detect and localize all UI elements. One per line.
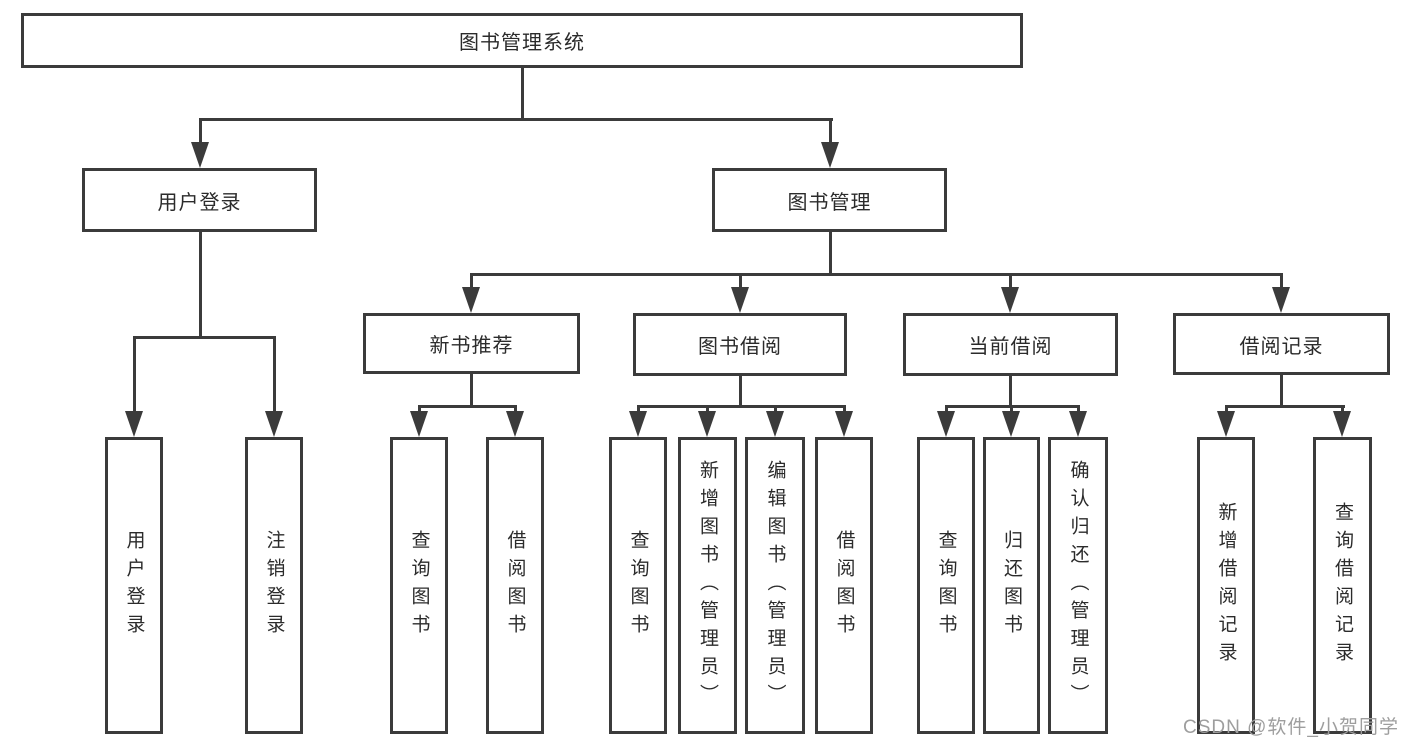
leaf-logout: 注销登录 xyxy=(245,437,303,734)
connector-book-borrow-branch xyxy=(637,405,846,408)
arrowhead xyxy=(462,287,480,313)
arrowhead xyxy=(410,411,428,437)
connector-to-borrow-record xyxy=(1280,273,1283,291)
arrowhead xyxy=(1069,411,1087,437)
arrowhead xyxy=(1333,411,1351,437)
connector-leaf xyxy=(418,405,421,415)
node-user-login: 用户登录 xyxy=(82,168,317,232)
arrowhead xyxy=(265,411,283,437)
leaf-label: 借阅图书 xyxy=(833,529,855,642)
arrowhead xyxy=(821,142,839,168)
connector-leaf xyxy=(514,405,517,415)
leaf-borrow-book: 借阅图书 xyxy=(815,437,873,734)
arrowhead xyxy=(506,411,524,437)
connector-to-book-mgmt xyxy=(829,118,832,146)
leaf-label: 编辑图书（管理员） xyxy=(764,459,786,712)
connector-leaf xyxy=(843,405,846,415)
leaf-borrow-query: 查询图书 xyxy=(609,437,667,734)
connector-to-new-book xyxy=(470,273,473,291)
arrowhead xyxy=(698,411,716,437)
arrowhead xyxy=(1272,287,1290,313)
connector-user-login-stem xyxy=(199,232,202,336)
node-book-borrow: 图书借阅 xyxy=(633,313,847,376)
leaf-label: 确认归还（管理员） xyxy=(1067,459,1089,712)
leaf-label: 新增图书（管理员） xyxy=(697,459,718,712)
arrowhead xyxy=(191,142,209,168)
arrowhead xyxy=(1001,287,1019,313)
arrowhead xyxy=(731,287,749,313)
arrowhead xyxy=(835,411,853,437)
connector-leaf xyxy=(1225,405,1228,415)
node-book-management: 图书管理 xyxy=(712,168,947,232)
leaf-label: 查询图书 xyxy=(935,529,957,642)
arrowhead xyxy=(125,411,143,437)
node-borrow-record: 借阅记录 xyxy=(1173,313,1390,375)
leaf-user-login: 用户登录 xyxy=(105,437,163,734)
leaf-label: 归还图书 xyxy=(1001,529,1022,642)
connector-leaf xyxy=(1341,405,1344,415)
leaf-label: 注销登录 xyxy=(263,529,285,642)
arrowhead xyxy=(766,411,784,437)
leaf-newbook-borrow: 借阅图书 xyxy=(486,437,544,734)
connector-to-book-borrow xyxy=(739,273,742,291)
leaf-label: 用户登录 xyxy=(123,529,145,642)
leaf-record-query: 查询借阅记录 xyxy=(1313,437,1372,734)
leaf-current-return: 归还图书 xyxy=(983,437,1040,734)
connector-user-login-branch xyxy=(133,336,276,339)
connector-leaf xyxy=(774,405,777,415)
leaf-borrow-edit-book: 编辑图书（管理员） xyxy=(745,437,805,734)
connector-leaf xyxy=(706,405,709,415)
leaf-label: 查询图书 xyxy=(408,529,430,642)
connector-root-branch xyxy=(199,118,833,121)
connector-new-book-stem xyxy=(470,374,473,405)
connector-current-borrow-stem xyxy=(1009,376,1012,405)
connector-book-borrow-stem xyxy=(739,376,742,405)
arrowhead xyxy=(629,411,647,437)
leaf-label: 借阅图书 xyxy=(504,529,526,642)
csdn-watermark: CSDN @软件_小贺同学 xyxy=(1183,717,1399,738)
leaf-borrow-add-book: 新增图书（管理员） xyxy=(678,437,737,734)
connector-leaf xyxy=(133,336,136,414)
leaf-label: 新增借阅记录 xyxy=(1215,501,1237,670)
arrowhead xyxy=(1217,411,1235,437)
connector-borrow-record-stem xyxy=(1280,375,1283,405)
leaf-label: 查询图书 xyxy=(627,529,649,642)
leaf-current-query: 查询图书 xyxy=(917,437,975,734)
arrowhead xyxy=(937,411,955,437)
connector-borrow-record-branch xyxy=(1225,405,1345,408)
arrowhead xyxy=(1002,411,1020,437)
leaf-newbook-query: 查询图书 xyxy=(390,437,448,734)
node-current-borrow: 当前借阅 xyxy=(903,313,1118,376)
node-root: 图书管理系统 xyxy=(21,13,1023,68)
leaf-current-confirm-return: 确认归还（管理员） xyxy=(1048,437,1108,734)
connector-leaf xyxy=(1077,405,1080,415)
connector-book-mgmt-stem xyxy=(829,232,832,273)
leaf-label: 查询借阅记录 xyxy=(1332,501,1353,670)
connector-leaf xyxy=(637,405,640,415)
connector-to-current-borrow xyxy=(1009,273,1012,291)
connector-root-stem xyxy=(521,68,524,118)
connector-leaf xyxy=(273,336,276,414)
connector-leaf xyxy=(1010,405,1013,415)
leaf-record-add: 新增借阅记录 xyxy=(1197,437,1255,734)
connector-book-mgmt-branch xyxy=(470,273,1283,276)
connector-leaf xyxy=(945,405,948,415)
connector-new-book-branch xyxy=(418,405,517,408)
connector-to-user-login xyxy=(199,118,202,146)
node-new-book-recommend: 新书推荐 xyxy=(363,313,580,374)
